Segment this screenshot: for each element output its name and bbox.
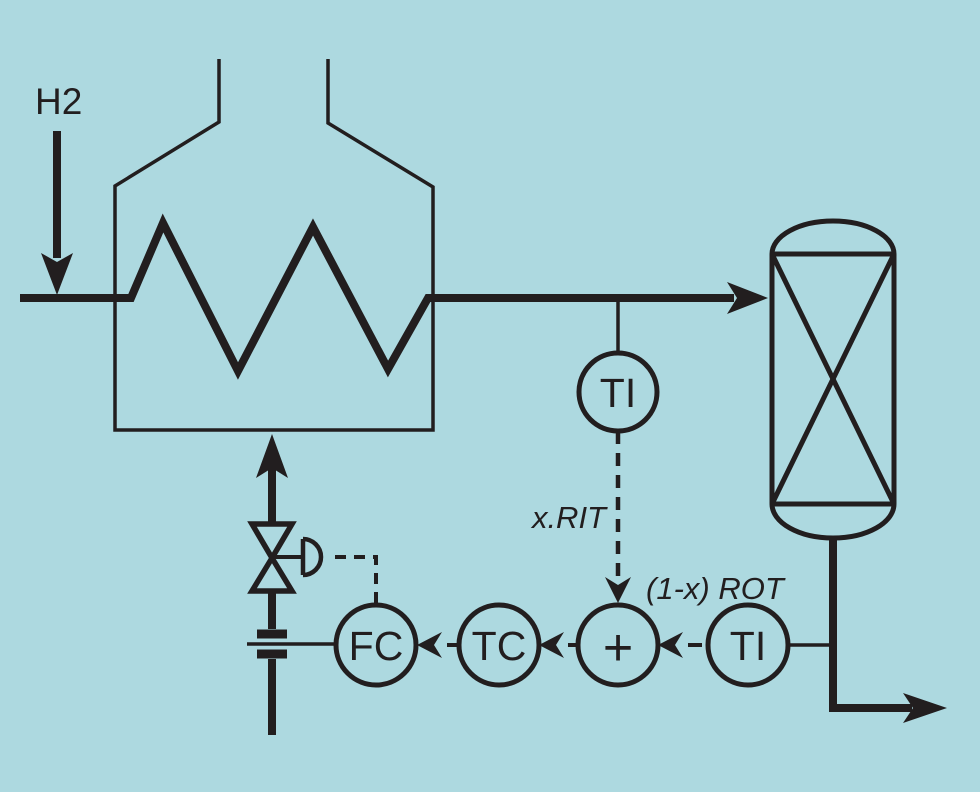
signal-down-arrowhead xyxy=(605,577,631,603)
fuel-line xyxy=(247,434,336,735)
rot-label: (1-x) ROT xyxy=(646,571,786,606)
process-stream xyxy=(20,213,768,380)
outlet-line xyxy=(829,536,912,712)
ti-outlet-label: TI xyxy=(730,623,766,669)
reactor-packing-diagonal-2 xyxy=(769,252,897,506)
signal-left-arrowhead xyxy=(658,632,683,658)
h2-arrowhead xyxy=(41,253,73,295)
fc-label: FC xyxy=(349,623,404,669)
furnace-outline xyxy=(113,59,435,432)
signal-fc-to-valve xyxy=(329,555,378,603)
h2-feed: H2 xyxy=(35,81,82,295)
outlet-stream xyxy=(829,536,947,723)
signal-tc-to-fc xyxy=(417,632,457,658)
summer-label: + xyxy=(603,619,633,677)
x-rit-label: x.RIT xyxy=(530,500,608,535)
tc-instrument: TC xyxy=(456,602,542,688)
fuel-arrowhead xyxy=(256,434,288,478)
reactor-top-cap xyxy=(769,218,897,255)
signal-left-arrowhead xyxy=(417,632,442,658)
fc-instrument: FC xyxy=(333,602,419,688)
signal-left-arrowhead xyxy=(539,632,564,658)
h2-label: H2 xyxy=(35,81,82,122)
feed-coil-product-line xyxy=(20,213,734,380)
ti-outlet-instrument: TI xyxy=(705,602,830,688)
tc-label: TC xyxy=(472,623,527,669)
summer-instrument: + xyxy=(575,602,661,688)
furnace xyxy=(113,59,435,432)
signal-ti-product-to-summer: x.RIT xyxy=(530,431,631,603)
signal-summer-to-tc xyxy=(539,632,576,658)
signal-ti-outlet-to-summer xyxy=(658,632,702,658)
ti-product-label: TI xyxy=(600,370,636,416)
outlet-arrowhead xyxy=(903,693,947,723)
valve-actuator-dome xyxy=(302,536,324,578)
product-line-arrowhead xyxy=(727,282,768,314)
